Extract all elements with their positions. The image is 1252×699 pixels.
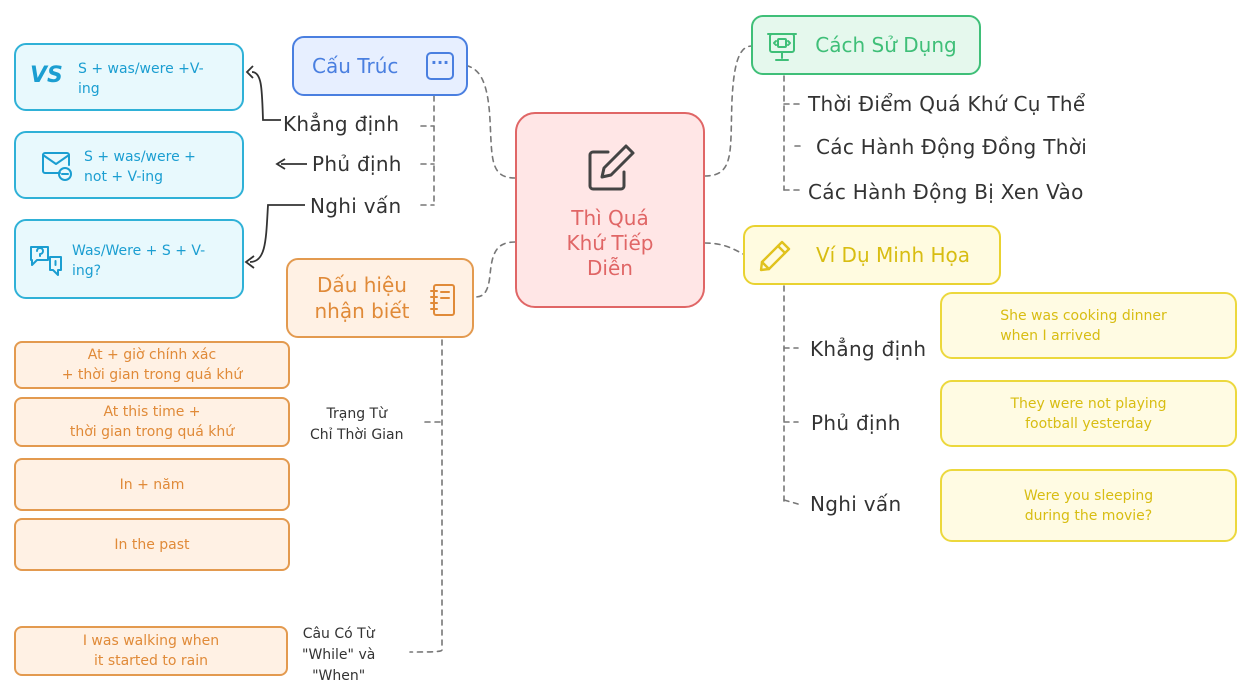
mail-minus-icon bbox=[42, 152, 72, 181]
example-affirmative-line2: when I arrived bbox=[1000, 327, 1101, 344]
clause-example-line2: it started to rain bbox=[93, 653, 208, 669]
usage-item-2: Các Hành Động Đồng Thời bbox=[816, 135, 1088, 159]
adverbs-label: Trạng Từ Chỉ Thời Gian bbox=[310, 404, 404, 446]
clause-label-line1: Câu Có Từ bbox=[302, 626, 375, 642]
pencil-icon bbox=[759, 240, 791, 272]
signals-title-line2: nhận biết bbox=[314, 299, 410, 323]
center-title-line3: Diễn bbox=[587, 255, 633, 280]
clause-example: I was walking when it started to rain bbox=[14, 626, 288, 676]
example-question: Were you sleeping during the movie? bbox=[940, 469, 1237, 542]
adverb-item-1: At + giờ chính xác + thời gian trong quá… bbox=[14, 341, 290, 389]
adverb-item-1-line1: At + giờ chính xác bbox=[87, 347, 217, 363]
examples-label-negative: Phủ định bbox=[811, 411, 901, 435]
example-affirmative: She was cooking dinner when I arrived bbox=[940, 292, 1237, 359]
formula-negative-line2: not + V-ing bbox=[84, 169, 164, 185]
structure-title: Cấu Trúc bbox=[312, 54, 399, 78]
structure-label-negative: Phủ định bbox=[312, 152, 402, 176]
formula-negative: S + was/were + not + V-ing bbox=[14, 131, 244, 199]
usage-item-3: Các Hành Động Bị Xen Vào bbox=[808, 180, 1084, 204]
example-question-line2: during the movie? bbox=[1024, 507, 1153, 524]
dots-icon: ··· bbox=[426, 52, 454, 80]
adverb-item-3: In + năm bbox=[14, 458, 290, 511]
center-node: Thì Quá Khứ Tiếp Diễn bbox=[515, 112, 705, 308]
examples-label-affirmative: Khẳng định bbox=[810, 337, 927, 361]
formula-affirmative: VS S + was/were +V- ing bbox=[14, 43, 244, 111]
example-negative-line1: They were not playing bbox=[1010, 395, 1167, 412]
formula-affirmative-line2: ing bbox=[78, 81, 100, 97]
adverbs-label-line1: Trạng Từ bbox=[326, 406, 387, 422]
signals-title-line1: Dấu hiệu bbox=[317, 273, 407, 297]
center-title-line2: Khứ Tiếp bbox=[566, 230, 654, 255]
signals-node: Dấu hiệu nhận biết bbox=[286, 258, 474, 338]
edit-icon bbox=[588, 144, 635, 190]
example-negative-line2: football yesterday bbox=[1025, 415, 1152, 432]
adverb-item-4: In the past bbox=[14, 518, 290, 571]
formula-affirmative-line1: S + was/were +V- bbox=[78, 61, 204, 77]
clause-example-line1: I was walking when bbox=[82, 633, 220, 649]
adverb-item-2: At this time + thời gian trong quá khứ bbox=[14, 397, 290, 447]
adverbs-label-line2: Chỉ Thời Gian bbox=[310, 427, 404, 443]
structure-label-question: Nghi vấn bbox=[310, 194, 402, 218]
formula-question-line2: ing? bbox=[72, 263, 102, 279]
formula-negative-line1: S + was/were + bbox=[84, 149, 196, 165]
clause-label-line3: "When" bbox=[312, 668, 366, 684]
examples-node: Ví Dụ Minh Họa bbox=[743, 225, 1001, 285]
clause-label: Câu Có Từ "While" và "When" bbox=[302, 624, 375, 687]
formula-question-line1: Was/Were + S + V- bbox=[72, 243, 206, 259]
usage-item-1: Thời Điểm Quá Khứ Cụ Thể bbox=[808, 92, 1086, 116]
example-question-line1: Were you sleeping bbox=[1023, 487, 1154, 504]
structure-label-affirmative: Khẳng định bbox=[283, 112, 400, 136]
structure-node: Cấu Trúc ··· bbox=[292, 36, 468, 96]
example-negative: They were not playing football yesterday bbox=[940, 380, 1237, 447]
presentation-icon bbox=[767, 33, 797, 61]
formula-question: Was/Were + S + V- ing? bbox=[14, 219, 244, 299]
notebook-icon bbox=[430, 284, 455, 316]
usage-title: Cách Sử Dụng bbox=[815, 33, 957, 57]
clause-label-line2: "While" và bbox=[302, 647, 376, 663]
question-chat-icon bbox=[30, 246, 62, 276]
example-affirmative-line1: She was cooking dinner bbox=[1000, 307, 1167, 324]
adverb-item-2-line1: At this time + bbox=[103, 404, 201, 420]
vs-icon: VS bbox=[30, 63, 63, 88]
adverb-item-1-line2: + thời gian trong quá khứ bbox=[61, 367, 243, 383]
usage-node: Cách Sử Dụng bbox=[751, 15, 981, 75]
adverb-item-2-line2: thời gian trong quá khứ bbox=[69, 424, 235, 440]
adverb-item-3-text: In + năm bbox=[119, 476, 185, 493]
adverb-item-4-text: In the past bbox=[114, 536, 190, 553]
examples-label-question: Nghi vấn bbox=[810, 492, 902, 516]
center-title-line1: Thì Quá bbox=[571, 205, 649, 230]
examples-title: Ví Dụ Minh Họa bbox=[815, 243, 971, 267]
